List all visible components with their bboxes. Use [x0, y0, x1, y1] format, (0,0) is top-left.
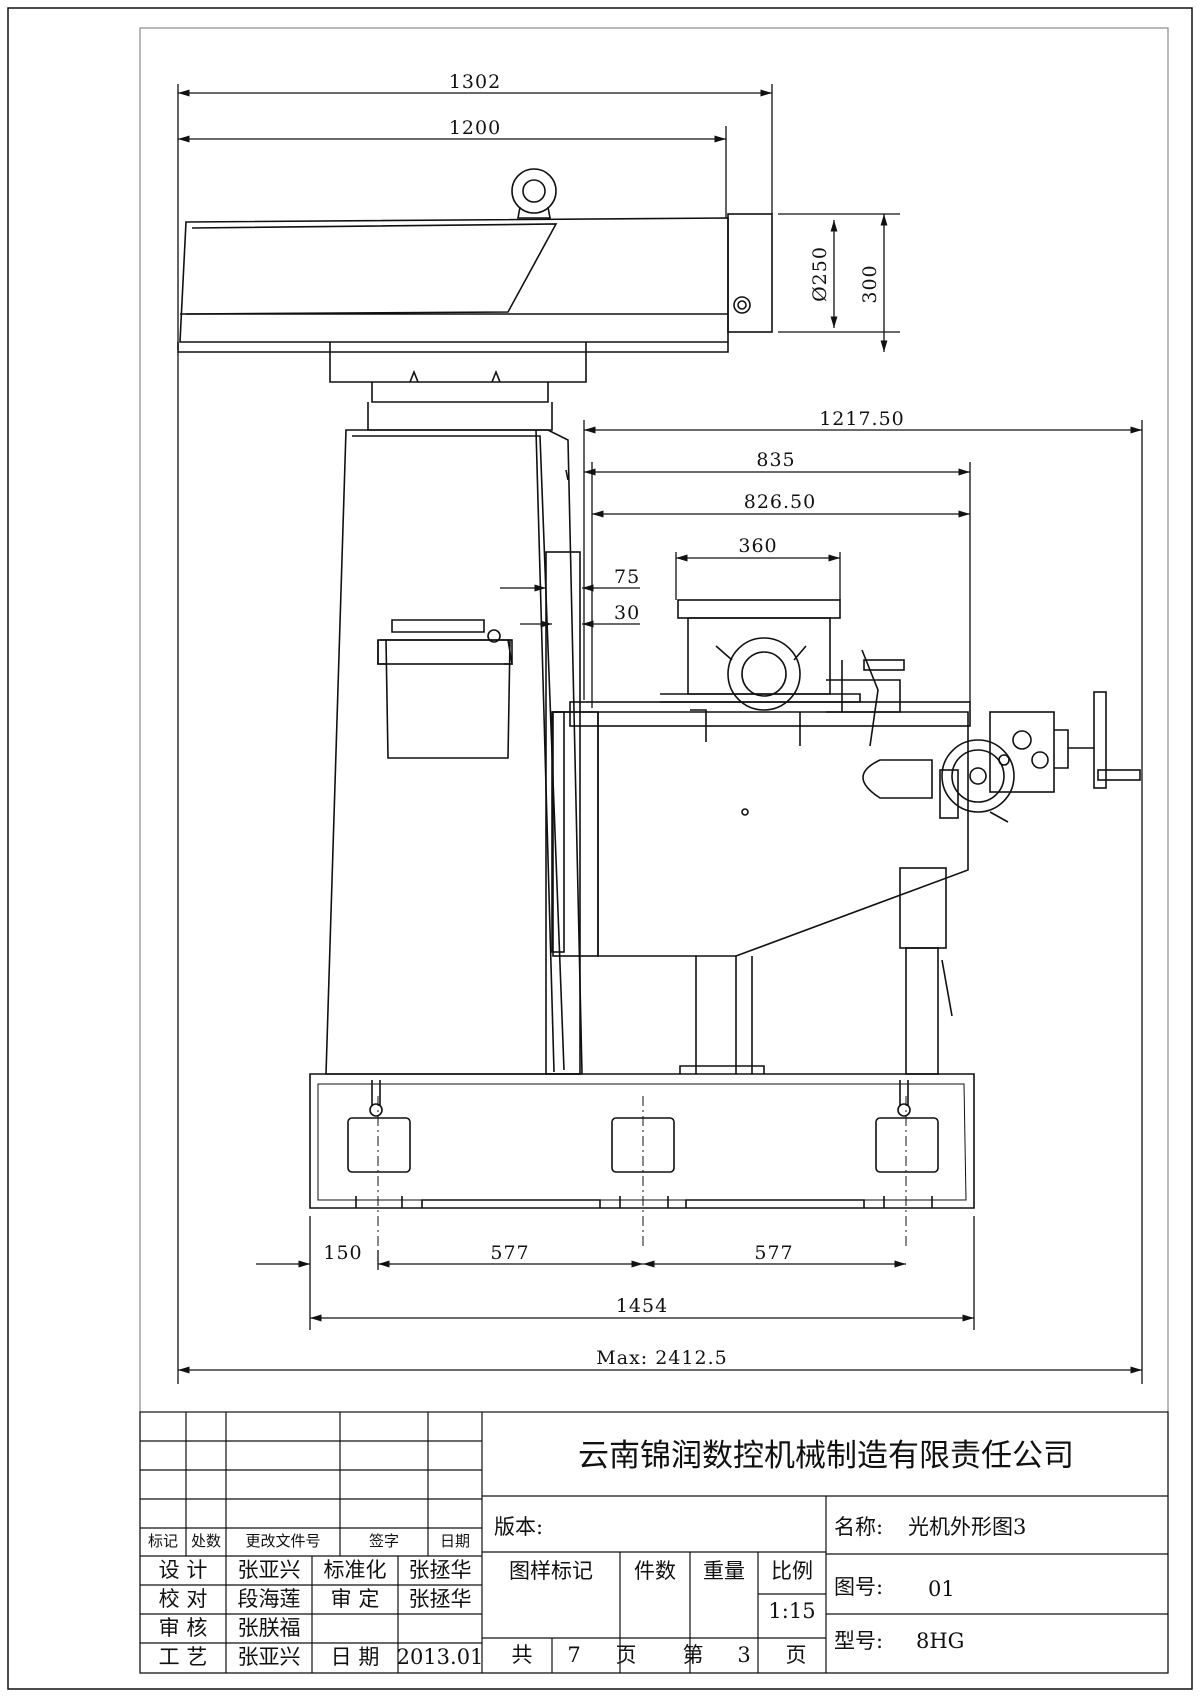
- outer-border: [7, 7, 1193, 1690]
- dim-835: 835: [756, 449, 795, 471]
- design-label: 设 计: [159, 1558, 208, 1582]
- weight: 重量: [703, 1559, 745, 1583]
- dim-360: 360: [738, 535, 777, 557]
- scale-label: 比例: [771, 1559, 813, 1583]
- check-name: 段海莲: [238, 1587, 301, 1611]
- standard-label: 标准化: [324, 1558, 387, 1582]
- title-block-grid: [139, 1411, 1169, 1674]
- total-pages: 7: [567, 1643, 580, 1667]
- col-sign: 签字: [369, 1532, 399, 1550]
- check-label: 校 对: [159, 1587, 208, 1611]
- review-name: 张朕福: [238, 1616, 301, 1640]
- drawing-no-value: 01: [928, 1577, 955, 1601]
- col-date: 日期: [440, 1532, 470, 1550]
- review-label: 审 核: [159, 1616, 208, 1640]
- col-count: 处数: [191, 1532, 221, 1550]
- col-mark: 标记: [148, 1532, 178, 1550]
- dim-1217: 1217.50: [819, 408, 905, 430]
- standard-name: 张拯华: [409, 1558, 472, 1582]
- quantity: 件数: [634, 1559, 676, 1583]
- dim-30: 30: [614, 602, 640, 624]
- page-unit-2: 页: [786, 1643, 807, 1667]
- date-label: 日 期: [331, 1645, 380, 1669]
- approve-name: 张拯华: [409, 1587, 472, 1611]
- scale-value: 1:15: [768, 1599, 815, 1623]
- version-label: 版本:: [494, 1515, 543, 1539]
- approve-label: 审 定: [331, 1587, 380, 1611]
- name-label: 名称:: [834, 1515, 883, 1539]
- total-label: 共: [512, 1643, 533, 1667]
- sheet-label: 第: [683, 1643, 704, 1667]
- inner-frame: [139, 27, 1169, 1674]
- dimension-lines: [177, 84, 1143, 1384]
- dim-1200: 1200: [449, 117, 501, 139]
- company-name: 云南锦润数控机械制造有限责任公司: [578, 1438, 1074, 1474]
- sample-mark: 图样标记: [509, 1559, 593, 1583]
- date-value: 2013.01: [397, 1645, 484, 1669]
- dim-1302: 1302: [449, 71, 501, 93]
- dim-300: 300: [859, 264, 881, 303]
- name-value: 光机外形图3: [908, 1515, 1026, 1539]
- col-doc: 更改文件号: [245, 1532, 320, 1550]
- dim-max: Max: 2412.5: [596, 1347, 727, 1369]
- machine-outline: [177, 168, 1141, 1209]
- dim-dia250: Ø250: [809, 246, 831, 302]
- page-unit-1: 页: [616, 1643, 637, 1667]
- sheet-no: 3: [737, 1643, 750, 1667]
- process-name: 张亚兴: [238, 1645, 301, 1669]
- model-label: 型号:: [834, 1629, 883, 1653]
- process-label: 工 艺: [159, 1645, 208, 1669]
- dim-577b: 577: [754, 1242, 793, 1264]
- model-value: 8HG: [916, 1629, 964, 1653]
- dim-150: 150: [323, 1242, 362, 1264]
- design-name: 张亚兴: [238, 1558, 301, 1582]
- dim-826: 826.50: [744, 491, 816, 513]
- center-lines: [377, 1096, 907, 1250]
- dim-1454: 1454: [616, 1295, 668, 1317]
- dim-75: 75: [614, 566, 640, 588]
- dim-577a: 577: [490, 1242, 529, 1264]
- drawing-no-label: 图号:: [834, 1575, 883, 1599]
